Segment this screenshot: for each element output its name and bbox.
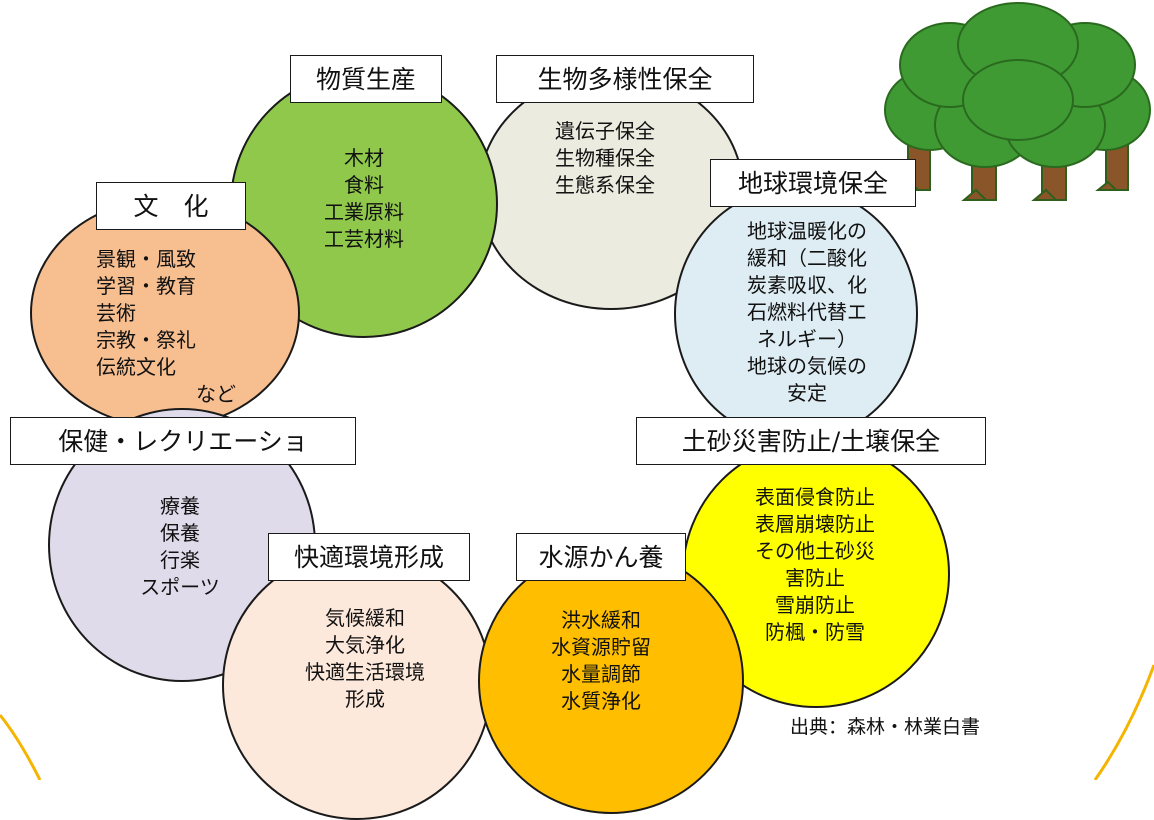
items-dosha: 表面侵食防止表層崩壊防止 その他土砂災害防止 雪崩防止防楓・防雪: [755, 485, 875, 644]
items-chikyu: 地球温暖化の緩和（二酸化 炭素吸収、化石燃料代替エ ネルギー）地球の気候の 安定: [747, 219, 867, 405]
label-bussitsu: 物質生産: [290, 55, 442, 103]
items-bunka: 景観・風致学習・教育 芸術宗教・祭礼 伝統文化 など: [96, 247, 236, 406]
label-hoken: 保健・レクリエーショ: [10, 417, 356, 465]
items-hoken: 療養保養 行楽スポーツ: [140, 494, 220, 599]
label-dosha: 土砂災害防止/土壌保全: [636, 417, 986, 465]
label-seibutsu: 生物多様性保全: [496, 55, 754, 103]
items-bussitsu: 木材食料 工業原料工芸材料: [324, 146, 404, 251]
circle-chikyu: [674, 186, 918, 442]
circle-suigen: [478, 548, 744, 814]
source-note: 出典：森林・林業白書: [790, 716, 981, 738]
circle-kaiteki: [222, 550, 492, 820]
label-chikyu: 地球環境保全: [710, 159, 916, 207]
items-kaiteki: 気候緩和大気浄化 快適生活環境形成: [305, 606, 425, 711]
label-kaiteki: 快適環境形成: [268, 533, 470, 581]
circle-bunka: [30, 198, 300, 428]
items-seibutsu: 遺伝子保全生物種保全生態系保全: [555, 119, 655, 197]
items-suigen: 洪水緩和水資源貯留 水量調節水質浄化: [551, 608, 651, 713]
tree-icon: [884, 2, 1151, 201]
label-bunka: 文 化: [96, 182, 246, 230]
label-suigen: 水源かん養: [516, 533, 686, 581]
